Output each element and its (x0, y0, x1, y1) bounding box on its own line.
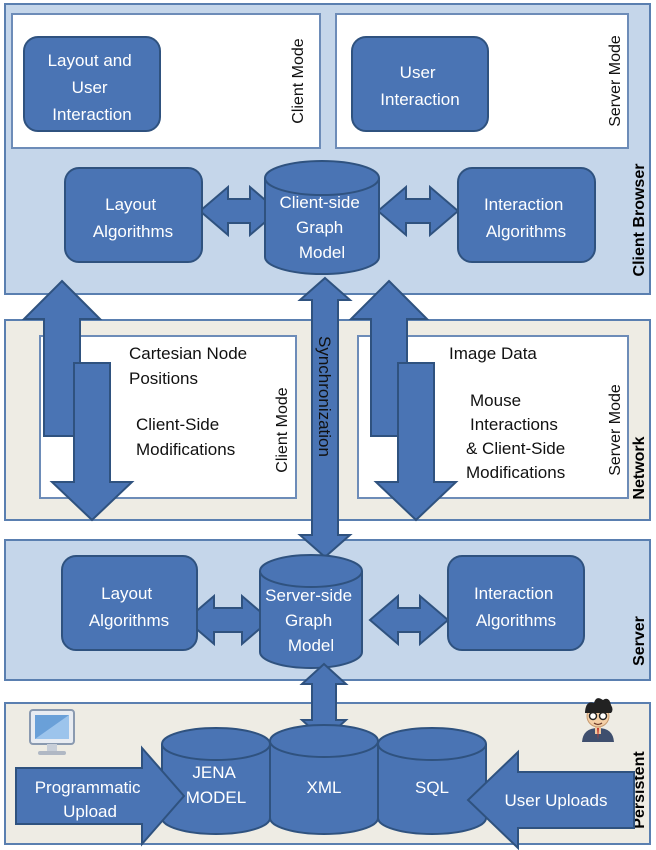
user-interaction-text: User Interaction (380, 63, 459, 109)
upload-arrow-client (21, 279, 103, 437)
server-interaction-algorithms-text: Interaction Algorithms (474, 584, 558, 630)
download-arrow-client (49, 362, 135, 522)
download-arrow-server (373, 362, 459, 522)
client-interaction-algorithms-box (457, 167, 596, 263)
server-graph-model-text: Server-side Graph Model (265, 586, 357, 655)
programmatic-upload-text: Programmatic Upload (35, 778, 146, 821)
image-data-text: Image Data (449, 344, 537, 363)
synchronization-label: Synchronization (315, 336, 334, 457)
jena-model-cylinder (161, 727, 271, 835)
client-layout-algorithms-text: Layout Algorithms (93, 195, 173, 241)
upload-arrow-server (348, 279, 430, 437)
sql-text: SQL (415, 778, 449, 797)
server-label: Server (631, 616, 648, 666)
jena-model-text: JENA MODEL (186, 763, 246, 807)
client-browser-label: Client Browser (631, 164, 648, 277)
network-client-mode-label: Client Mode (274, 387, 291, 472)
network-server-mode-label: Server Mode (607, 384, 624, 476)
layout-user-interaction-text: Layout and User Interaction (48, 51, 137, 124)
persistent-label: Persistent (631, 751, 648, 829)
client-interaction-algorithms-text: Interaction Algorithms (484, 195, 568, 241)
server-mode-label: Server Mode (607, 35, 624, 127)
client-mode-label: Client Mode (290, 38, 307, 123)
sql-cylinder (377, 727, 487, 835)
user-uploads-arrow (466, 749, 635, 850)
computer-icon (29, 709, 75, 755)
person-icon (582, 698, 614, 742)
server-layout-algorithms-box (61, 555, 198, 651)
server-interaction-algorithms-box (447, 555, 585, 651)
network-label: Network (631, 436, 648, 499)
cartesian-node-positions-text: Cartesian Node Positions (129, 344, 252, 388)
user-interaction-box (351, 36, 489, 132)
client-layout-algorithms-box (64, 167, 203, 263)
xml-text: XML (307, 778, 342, 797)
server-graph-model-cylinder (259, 554, 363, 669)
programmatic-upload-arrow (15, 745, 186, 847)
server-layout-algorithms-text: Layout Algorithms (89, 584, 169, 630)
client-graph-model-text: Client-side Graph Model (279, 193, 364, 262)
user-uploads-text: User Uploads (505, 791, 608, 810)
mouse-interactions-text: Mouse Interactions & Client-Side Modific… (466, 391, 570, 482)
client-graph-model-cylinder (264, 160, 380, 275)
client-side-modifications-text: Client-Side Modifications (136, 415, 235, 459)
xml-cylinder (269, 724, 379, 835)
layout-user-interaction-box (23, 36, 161, 132)
